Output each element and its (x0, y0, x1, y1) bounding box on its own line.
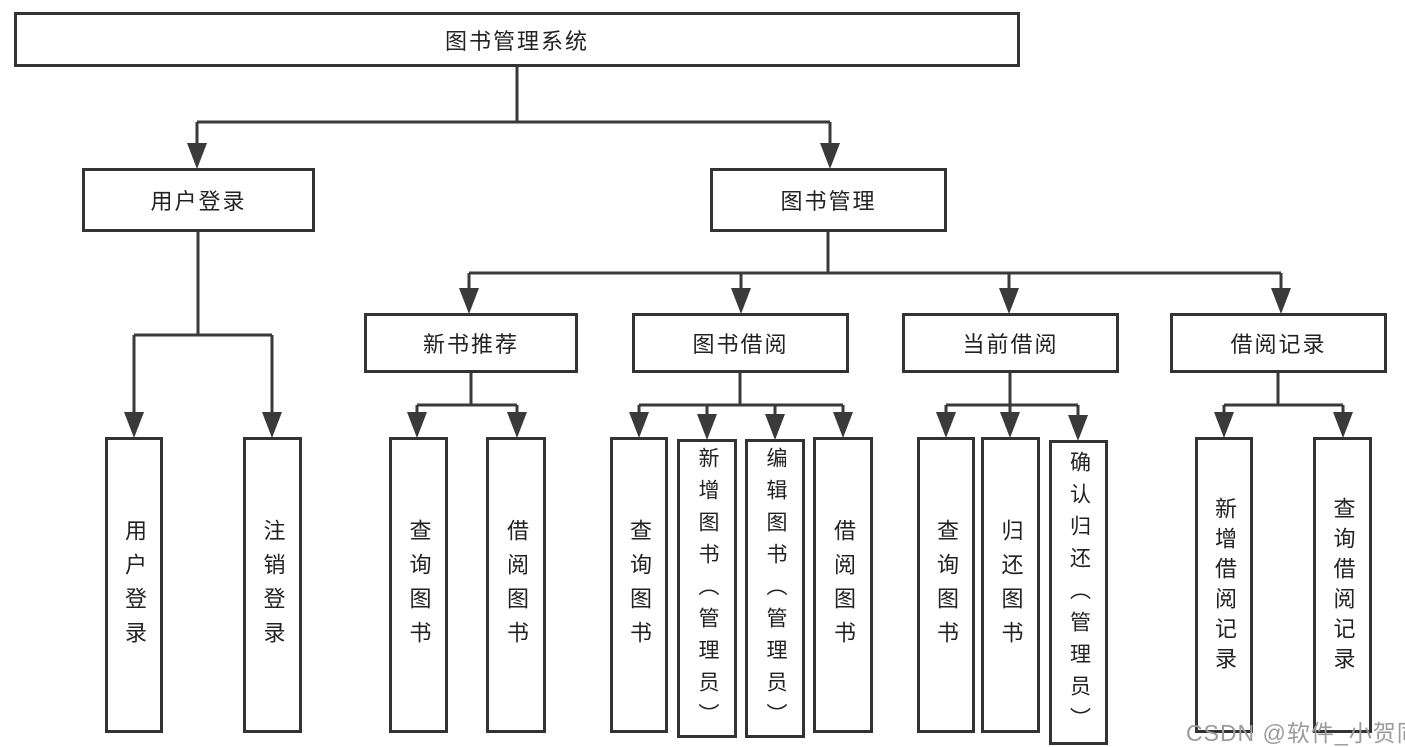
node-user-login: 用户登录 (82, 168, 315, 232)
node-leaf-borrow-books-2: 借阅图书 (813, 437, 873, 733)
node-new-books: 新书推荐 (364, 313, 578, 373)
node-leaf-add-book-admin: 新增图书（管理员） (677, 439, 737, 738)
node-leaf-edit-book-admin: 编辑图书（管理员） (745, 439, 805, 738)
node-current-borrow: 当前借阅 (902, 313, 1119, 373)
node-book-mgmt: 图书管理 (710, 168, 947, 232)
node-leaf-query-books-3: 查询图书 (917, 437, 975, 733)
node-leaf-logout: 注销登录 (243, 437, 302, 733)
node-leaf-borrow-books-1: 借阅图书 (486, 437, 546, 733)
node-leaf-query-books-2: 查询图书 (610, 437, 668, 733)
watermark: CSDN @软件_小贺同学 (1186, 720, 1405, 746)
node-leaf-return-book: 归还图书 (981, 437, 1040, 733)
node-leaf-query-borrow-record: 查询借阅记录 (1313, 437, 1372, 733)
connector-path (132, 67, 1345, 418)
node-leaf-add-borrow-record: 新增借阅记录 (1195, 437, 1253, 733)
node-leaf-query-books-1: 查询图书 (389, 437, 448, 733)
node-borrow-records: 借阅记录 (1170, 313, 1387, 373)
node-root: 图书管理系统 (14, 12, 1020, 67)
arrowhead-icons (124, 143, 1353, 441)
node-leaf-user-login: 用户登录 (105, 437, 163, 733)
node-book-borrow: 图书借阅 (632, 313, 849, 373)
node-leaf-confirm-return-admin: 确认归还（管理员） (1049, 440, 1108, 745)
